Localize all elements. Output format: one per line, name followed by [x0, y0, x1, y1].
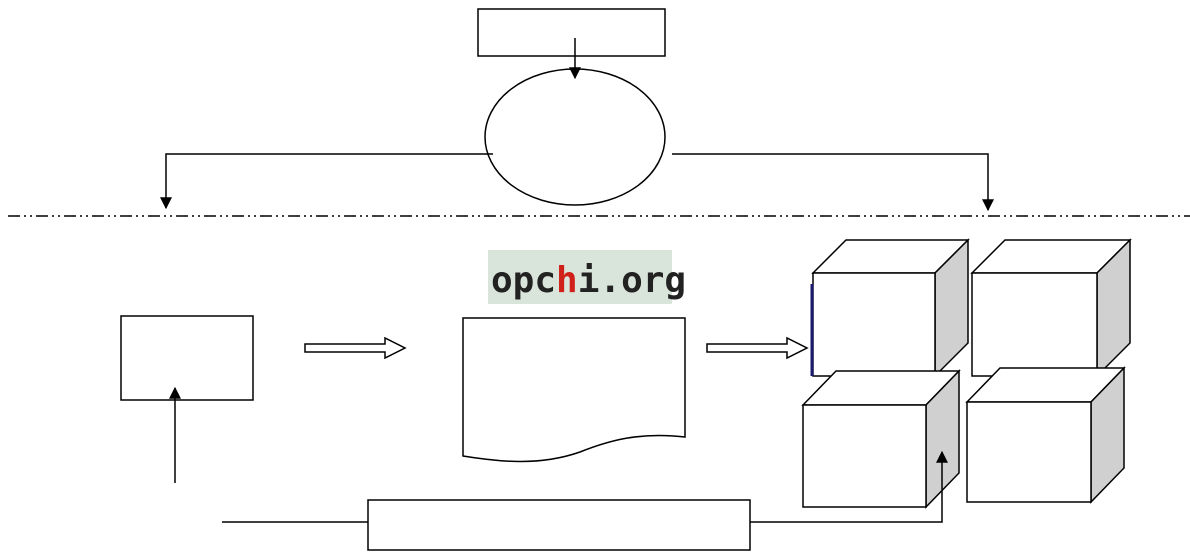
hollow-arrow-right	[706, 336, 809, 360]
cube-bottom-left-front	[802, 404, 927, 508]
center-ellipse	[484, 68, 666, 206]
cube-bottom-right-front	[966, 401, 1092, 503]
branch-right-line	[672, 153, 994, 212]
document-shape	[462, 317, 686, 463]
arrow-to-cube	[750, 450, 948, 523]
left-box	[120, 315, 254, 401]
bottom-wide-box	[367, 499, 751, 551]
cube-top-left	[810, 238, 970, 378]
watermark-background	[488, 250, 672, 304]
hollow-arrow-left	[304, 336, 407, 360]
branch-left-line	[160, 153, 493, 210]
watermark-text: opchi.org	[491, 260, 686, 301]
cube-bottom-left	[801, 369, 961, 509]
top-box	[477, 8, 666, 57]
cube-top-right	[970, 238, 1132, 378]
cube-top-right-front	[971, 272, 1098, 377]
watermark-text-start: opc	[491, 260, 556, 301]
watermark-logo: opchi.org	[488, 250, 686, 304]
watermark-text-end: i.org	[578, 260, 686, 301]
cube-bottom-right	[965, 366, 1126, 504]
watermark-text-accent: h	[556, 260, 578, 301]
cube-top-left-front	[812, 272, 936, 377]
